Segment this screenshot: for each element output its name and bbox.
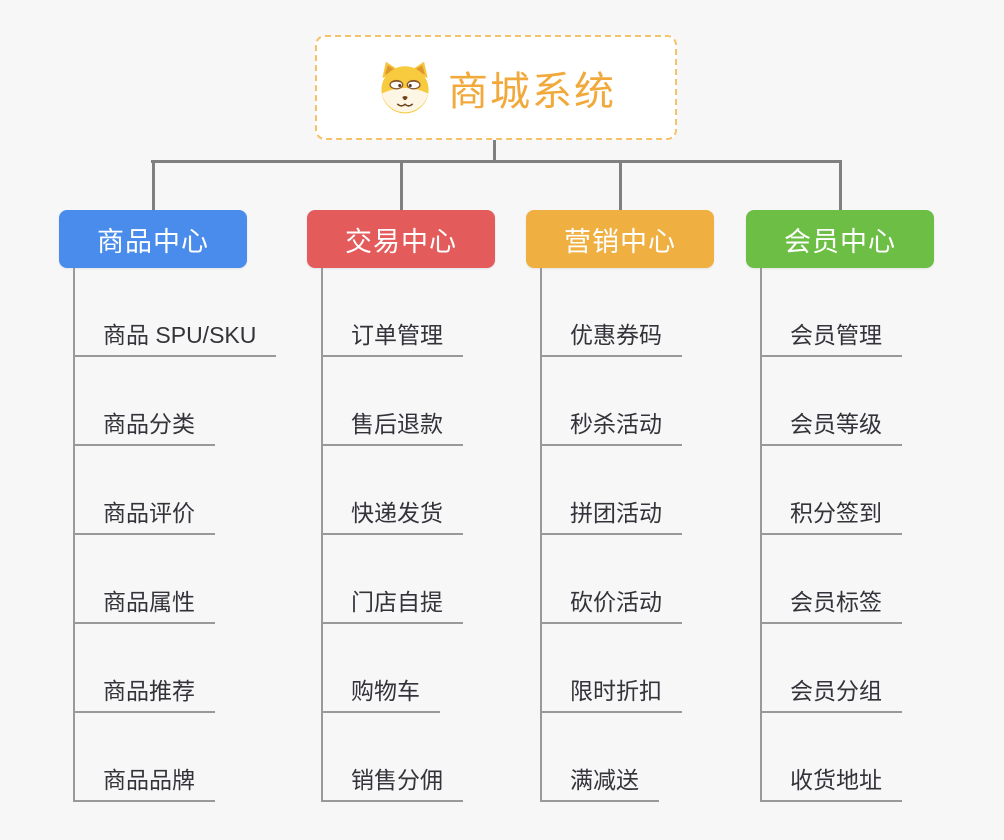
leaf-node[interactable]: 会员等级	[760, 398, 902, 446]
connector-drop	[618, 161, 622, 210]
leaf-node[interactable]: 砍价活动	[540, 576, 682, 624]
leaf-node[interactable]: 快递发货	[321, 487, 463, 535]
leaf-node[interactable]: 会员标签	[760, 576, 902, 624]
branch-trunk-line	[321, 268, 323, 802]
branch-node[interactable]: 会员中心	[746, 210, 934, 268]
leaf-node[interactable]: 会员分组	[760, 665, 902, 713]
root-title: 商城系统	[448, 69, 616, 114]
leaf-node[interactable]: 商品推荐	[73, 665, 215, 713]
leaf-node[interactable]: 商品品牌	[73, 754, 215, 802]
leaf-node[interactable]: 销售分佣	[321, 754, 463, 802]
branch-node[interactable]: 营销中心	[526, 210, 714, 268]
branch-trunk-line	[540, 268, 542, 802]
leaf-node[interactable]: 优惠券码	[540, 309, 682, 357]
connector-bus	[151, 160, 842, 163]
connector-root-stem	[493, 140, 496, 162]
leaf-node[interactable]: 订单管理	[321, 309, 463, 357]
branch-label: 会员中心	[784, 226, 896, 257]
connector-drop	[399, 161, 403, 210]
leaf-node[interactable]: 购物车	[321, 665, 440, 713]
leaf-node[interactable]: 收货地址	[760, 754, 902, 802]
leaf-node[interactable]: 商品评价	[73, 487, 215, 535]
branch-node[interactable]: 交易中心	[307, 210, 495, 268]
branch-node[interactable]: 商品中心	[59, 210, 247, 268]
doge-icon	[381, 61, 429, 113]
leaf-node[interactable]: 限时折扣	[540, 665, 682, 713]
branch-label: 营销中心	[564, 226, 676, 257]
leaf-node[interactable]: 拼团活动	[540, 487, 682, 535]
leaf-node[interactable]: 秒杀活动	[540, 398, 682, 446]
leaf-node[interactable]: 商品属性	[73, 576, 215, 624]
root-node[interactable]: 商城系统	[315, 35, 677, 140]
connector-drop	[151, 161, 155, 210]
connector-drop	[838, 161, 842, 210]
leaf-node[interactable]: 门店自提	[321, 576, 463, 624]
branch-label: 商品中心	[97, 226, 209, 257]
leaf-node[interactable]: 积分签到	[760, 487, 902, 535]
leaf-node[interactable]: 商品分类	[73, 398, 215, 446]
branch-trunk-line	[73, 268, 75, 802]
leaf-node[interactable]: 商品 SPU/SKU	[73, 309, 277, 357]
leaf-node[interactable]: 满减送	[540, 754, 659, 802]
leaf-node[interactable]: 会员管理	[760, 309, 902, 357]
branch-label: 交易中心	[345, 226, 457, 257]
branch-trunk-line	[760, 268, 762, 802]
leaf-node[interactable]: 售后退款	[321, 398, 463, 446]
